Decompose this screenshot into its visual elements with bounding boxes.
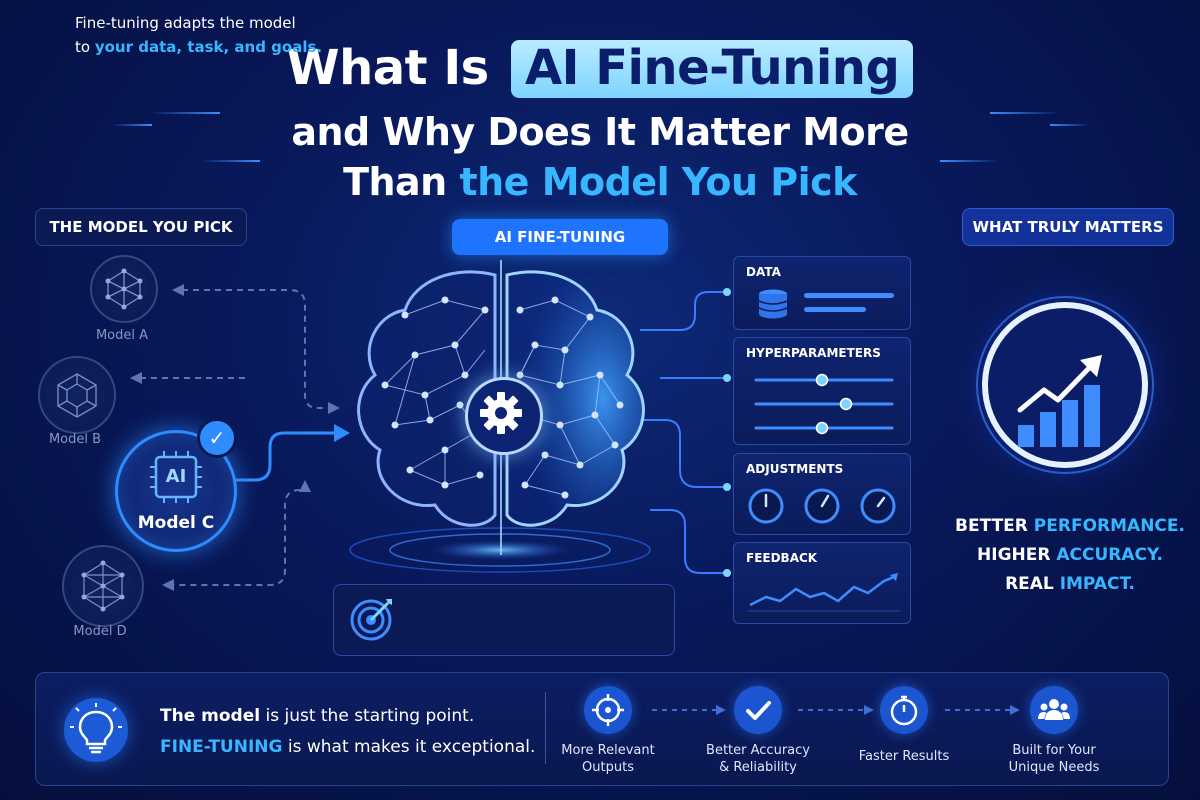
note-line2-highlight: your data, task, and goals.: [94, 38, 323, 56]
bottom-line-2: FINE-TUNING is what makes it exceptional…: [160, 737, 535, 757]
benefit-label-unique: Built for Your Unique Needs: [984, 742, 1124, 776]
sliders-group: [754, 373, 894, 435]
cube-network-icon: [57, 373, 97, 418]
ai-chip-icon: [150, 451, 202, 503]
lightbulb-icon: [64, 698, 128, 762]
note-line-2: to your data, task, and goals.: [75, 38, 322, 56]
title-line3-highlight: the Model You Pick: [459, 160, 857, 204]
panel-data: DATA: [733, 256, 911, 330]
data-bar: [804, 307, 866, 312]
model-c-circle[interactable]: AI Model C: [115, 430, 237, 552]
checkmark-icon: [746, 701, 771, 720]
panel-hyperparameters: HYPERPARAMETERS: [733, 337, 911, 445]
title-prefix: What Is: [286, 40, 490, 96]
label-ai-fine-tuning: AI FINE-TUNING: [452, 219, 668, 255]
result-line-2: HIGHER ACCURACY.: [940, 541, 1200, 570]
knobs-group: [748, 488, 896, 524]
benefit-icon-relevant: [584, 686, 632, 734]
divider: [545, 692, 546, 764]
result-line-1: BETTER PERFORMANCE.: [940, 512, 1200, 541]
result-line1-prefix: BETTER: [955, 516, 1028, 536]
ai-chip-text: AI: [165, 466, 187, 487]
result-line3-highlight: IMPACT.: [1059, 574, 1135, 594]
model-a-label: Model A: [95, 328, 149, 343]
bottom-line1-rest: is just the starting point.: [265, 706, 475, 726]
benefit-label-faster: Faster Results: [834, 748, 974, 765]
panel-adjustments: ADJUSTMENTS: [733, 453, 911, 535]
label-what-truly-matters: WHAT TRULY MATTERS: [962, 208, 1174, 246]
bottom-line-1: The model is just the starting point.: [160, 706, 474, 726]
title-line-1: What Is AI Fine-Tuning: [0, 40, 1200, 98]
benefit-icon-faster: [880, 686, 928, 734]
data-bar: [804, 293, 894, 298]
result-line-3: REAL IMPACT.: [940, 570, 1200, 599]
panel-feedback: FEEDBACK: [733, 542, 911, 624]
model-b-circle[interactable]: [38, 356, 116, 434]
benefit-icon-unique: [1030, 686, 1078, 734]
title-highlight: AI Fine-Tuning: [510, 40, 914, 98]
target-icon: [592, 694, 624, 726]
network-icon: [105, 268, 143, 310]
panel-hyperparameters-title: HYPERPARAMETERS: [746, 346, 881, 360]
feedback-line-icon: [748, 573, 900, 612]
database-icon: [758, 289, 788, 319]
decor-dash: [150, 112, 220, 114]
decor-dash: [1050, 124, 1090, 126]
note-box: [333, 584, 675, 656]
benefit-label-line: & Reliability: [719, 760, 797, 775]
benefit-label-line: Built for Your: [1012, 743, 1096, 758]
result-text: BETTER PERFORMANCE. HIGHER ACCURACY. REA…: [940, 512, 1200, 599]
bottom-line2-highlight: FINE-TUNING: [160, 737, 283, 757]
decor-dash: [990, 112, 1060, 114]
model-d-label: Model D: [73, 624, 127, 639]
decor-dash: [940, 160, 1000, 162]
result-line1-highlight: PERFORMANCE.: [1033, 516, 1185, 536]
benefit-label-line: Outputs: [582, 760, 634, 775]
benefit-label-line: Unique Needs: [1008, 760, 1100, 775]
benefit-label-accuracy: Better Accuracy & Reliability: [688, 742, 828, 776]
target-icon: [350, 599, 392, 641]
decor-dash: [200, 160, 260, 162]
growth-chart-icon: [945, 265, 1185, 505]
panel-adjustments-title: ADJUSTMENTS: [746, 462, 844, 476]
stopwatch-icon: [890, 695, 918, 726]
title-line-2: and Why Does It Matter More: [291, 110, 909, 154]
benefit-label-line: More Relevant: [561, 743, 655, 758]
note-line-1: Fine-tuning adapts the model: [75, 14, 296, 32]
bottom-line1-bold: The model: [160, 706, 261, 726]
title-line-3: Than the Model You Pick: [0, 160, 1200, 204]
label-model-you-pick: THE MODEL YOU PICK: [35, 208, 247, 246]
panel-feedback-title: FEEDBACK: [746, 551, 818, 565]
model-d-circle[interactable]: [62, 545, 144, 627]
result-line2-prefix: HIGHER: [977, 545, 1051, 565]
benefit-icon-accuracy: [734, 686, 782, 734]
model-b-label: Model B: [48, 432, 102, 447]
decor-dash: [112, 124, 152, 126]
gear-icon: [465, 377, 543, 455]
checkmark-icon: ✓: [197, 418, 237, 458]
benefit-label-line: Faster Results: [858, 749, 950, 764]
model-c-label: Model C: [137, 513, 215, 533]
benefit-label-line: Better Accuracy: [706, 743, 810, 758]
note-line2-prefix: to: [75, 38, 91, 56]
result-line2-highlight: ACCURACY.: [1056, 545, 1163, 565]
result-line3-prefix: REAL: [1005, 574, 1054, 594]
model-a-circle[interactable]: [90, 255, 158, 323]
mesh-network-icon: [81, 560, 125, 612]
title-line3-prefix: Than: [343, 160, 447, 204]
bottom-line2-rest: is what makes it exceptional.: [287, 737, 536, 757]
panel-data-title: DATA: [746, 265, 781, 279]
users-icon: [1038, 699, 1070, 720]
benefit-label-relevant: More Relevant Outputs: [538, 742, 678, 776]
